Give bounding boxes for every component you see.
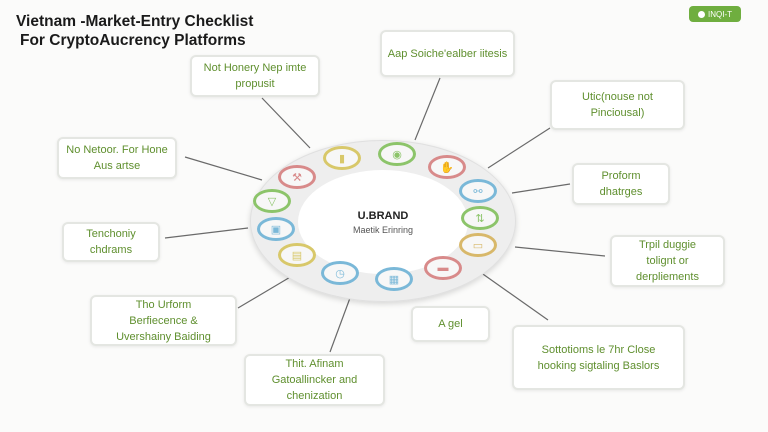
checklist-box: Thit. Afinam Gatoallincker and chenizati… [244, 354, 385, 406]
checklist-box: Utic(nouse not Pinciousal) [550, 80, 685, 130]
folder-icon: ▭ [459, 233, 497, 257]
arrows-icon: ⇅ [461, 206, 499, 230]
title-line-1: Vietnam -Market-Entry Checklist [16, 13, 254, 30]
hub-subtitle: Maetik Erinring [352, 224, 414, 235]
checklist-box: Trpil duggie tolignt or derpliements [610, 235, 725, 287]
funnel-icon: ▽ [253, 189, 291, 213]
connector-line [261, 97, 311, 149]
badge-label: INQI-T [708, 9, 732, 19]
checklist-box: Tenchoniy chdrams [62, 222, 160, 262]
network-icon: ⚯ [459, 179, 497, 203]
checklist-box: Proform dhatrges [572, 163, 670, 205]
checklist-box: No Netoor. For Hone Aus artse [57, 137, 177, 179]
card-icon: ▬ [424, 256, 462, 280]
checklist-box: Sottotioms le 7hr Close hooking sigtalin… [512, 325, 685, 390]
checklist-box: Aap Soiche'ealber iitesis [380, 30, 515, 77]
clock-icon: ◷ [321, 261, 359, 285]
connector-line [164, 227, 249, 239]
shield-icon: ◉ [378, 142, 416, 166]
badge-dot-icon [698, 10, 705, 18]
handshake-icon: ✋ [428, 155, 466, 179]
monitor-icon: ▣ [257, 217, 295, 241]
connector-line [329, 297, 351, 353]
checklist-box: Tho Urform Berfiecence & Uvershainy Baid… [90, 295, 237, 346]
connector-line [414, 77, 441, 141]
brand-label: U.BRAND [357, 209, 409, 222]
connector-line [511, 183, 571, 194]
status-badge: INQI-T [689, 6, 741, 22]
title-line-2: For CryptoAucrency Platforms [20, 32, 246, 49]
document-icon: ▮ [323, 146, 361, 170]
connector-line [487, 127, 551, 169]
tools-icon: ⚒ [278, 165, 316, 189]
connector-line [514, 246, 606, 257]
chart-icon: ▤ [278, 243, 316, 267]
connector-line [479, 271, 549, 321]
page-title: Vietnam -Market-Entry Checklist For Cryp… [16, 12, 253, 50]
checklist-box: A gel [411, 306, 490, 342]
building-icon: ▦ [375, 267, 413, 291]
connector-line [237, 275, 293, 309]
checklist-box: Not Honery Nep imte propusit [190, 55, 320, 97]
connector-line [184, 156, 263, 181]
